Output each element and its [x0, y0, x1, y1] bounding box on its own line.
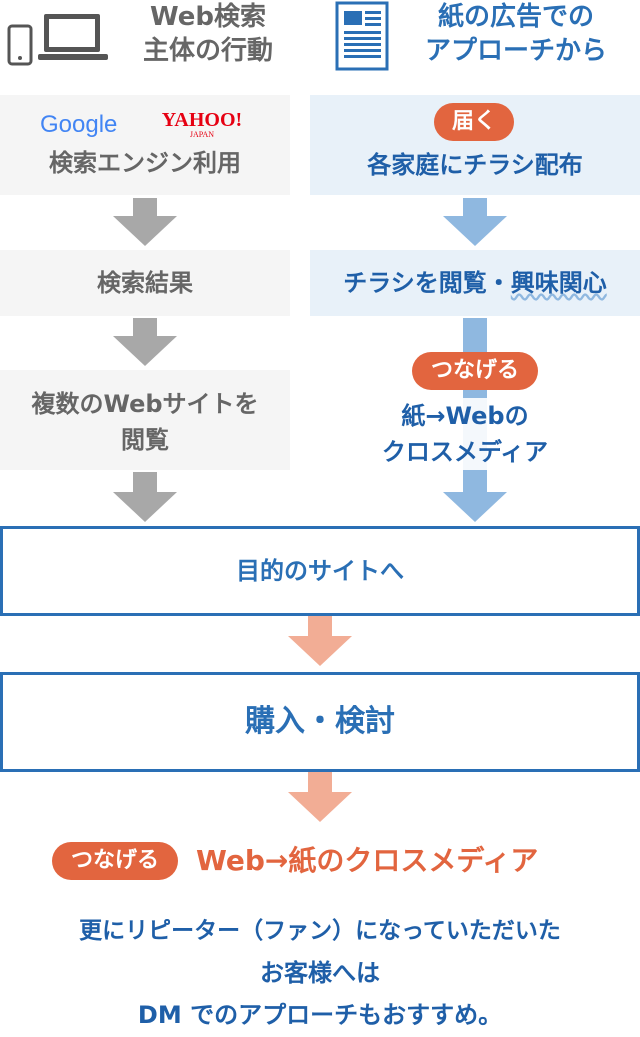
badge-reach: 届く — [434, 103, 514, 141]
left-arrow-3 — [113, 472, 177, 522]
devices-icon — [7, 14, 108, 66]
left-step-browse: 複数のWebサイトを 閲覧 — [0, 370, 290, 470]
right-arrow-1 — [443, 198, 507, 246]
left-arrow-1 — [113, 198, 177, 246]
right-step-flyer: 届く 各家庭にチラシ配布 — [310, 95, 640, 195]
google-logo: Google — [40, 111, 118, 138]
badge-connect-1: つなげる — [412, 352, 538, 390]
purchase-box: 購入・検討 — [0, 672, 640, 772]
cross-media-label: 紙→Webの クロスメディア — [340, 398, 590, 470]
web-to-paper-headline: Web→紙のクロスメディア — [196, 844, 539, 877]
newspaper-icon — [335, 1, 389, 71]
interest-highlight: 興味関心 — [510, 269, 607, 297]
target-site-box: 目的のサイトへ — [0, 526, 640, 616]
badge-connect-2: つなげる — [52, 842, 178, 880]
left-step-search-engine: Google YAHOO! JAPAN 検索エンジン利用 — [0, 95, 290, 195]
left-step-results: 検索結果 — [0, 250, 290, 316]
left-arrow-2 — [113, 318, 177, 366]
merged-arrow-1 — [288, 616, 352, 666]
right-column-title: 紙の広告での アプローチから — [424, 2, 607, 66]
right-step-view: チラシを閲覧・興味関心 — [310, 250, 640, 316]
left-column-title: Web検索 主体の行動 — [142, 2, 273, 66]
merged-arrow-2 — [288, 772, 352, 822]
closing-message: 更にリピーター（ファン）になっていただいた お客様へは DM でのアプローチもお… — [79, 918, 561, 1029]
yahoo-logo: YAHOO! JAPAN — [161, 109, 243, 139]
